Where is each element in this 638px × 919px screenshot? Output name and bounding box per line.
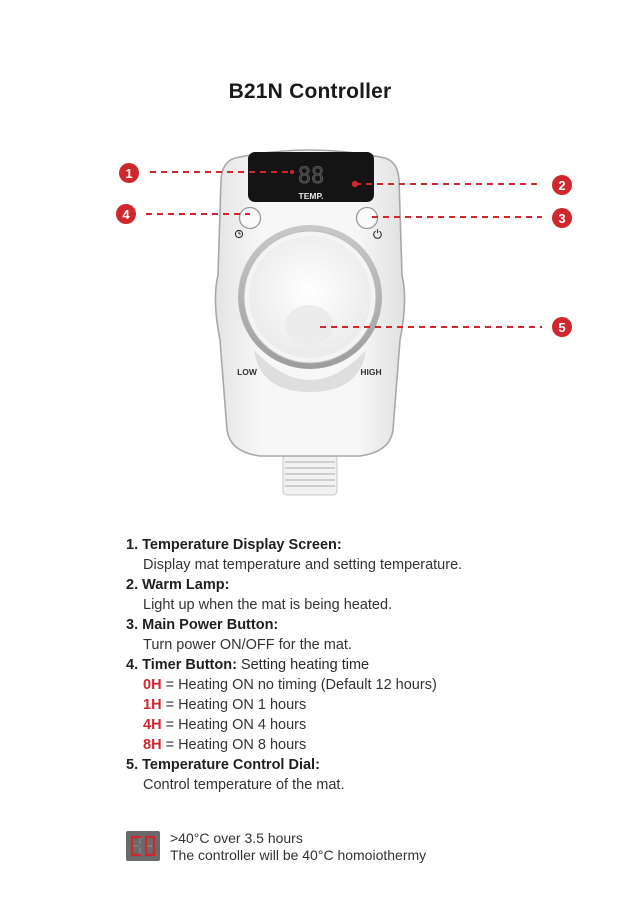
timer-option: 0H = Heating ON no timing (Default 12 ho…	[126, 675, 606, 695]
timer-icon	[234, 229, 244, 239]
timer-option-text: = Heating ON no timing (Default 12 hours…	[165, 677, 437, 693]
item-heading: Warm Lamp:	[142, 577, 230, 593]
callout-badge-1: 1	[119, 163, 139, 183]
item-inline-description: Setting heating time	[240, 657, 370, 673]
display-digits: 88	[298, 164, 325, 189]
timer-option-code: 4H	[143, 717, 162, 733]
page-title: B21N Controller	[228, 80, 392, 103]
timer-option-code: 0H	[143, 677, 162, 693]
controller-diagram: 88 TEMP. LOW HIGH 1	[116, 149, 572, 496]
item-heading: Timer Button:	[142, 657, 237, 673]
callout-badge-3: 3	[552, 208, 572, 228]
item-description: Light up when the mat is being heated.	[143, 597, 393, 613]
timer-option-code: 1H	[143, 697, 162, 713]
dial-shadow-arc	[254, 350, 366, 392]
temperature-dial[interactable]	[238, 225, 382, 369]
svg-text:2: 2	[558, 178, 565, 193]
timer-option-text: = Heating ON 8 hours	[165, 737, 307, 753]
timer-option-text: = Heating ON 4 hours	[165, 717, 307, 733]
timer-button[interactable]	[238, 206, 262, 230]
item-description: Turn power ON/OFF for the mat.	[143, 637, 352, 653]
item-number: 3.	[126, 617, 139, 633]
item-heading: Temperature Control Dial:	[142, 757, 320, 773]
item-heading: Main Power Button:	[142, 617, 279, 633]
svg-text:5: 5	[558, 320, 565, 335]
svg-text:4: 4	[122, 207, 130, 222]
cable-strain-relief	[282, 454, 338, 496]
item-number: 1.	[126, 537, 139, 553]
power-icon	[373, 229, 382, 239]
note-line-1: >40°C over 3.5 hours	[170, 830, 303, 846]
callout-badge-4: 4	[116, 204, 136, 224]
item-number: 5.	[126, 757, 139, 773]
dial-low-label: LOW	[237, 367, 258, 377]
callout-badge-5: 5	[552, 317, 572, 337]
display-label: TEMP.	[299, 191, 324, 201]
svg-text:1: 1	[125, 166, 132, 181]
list-item: 4. Timer Button: Setting heating time 0H…	[126, 655, 606, 755]
item-number: 2.	[126, 577, 139, 593]
item-description: Display mat temperature and setting temp…	[143, 557, 463, 573]
dial-high-label: HIGH	[360, 367, 381, 377]
item-number: 4.	[126, 657, 139, 673]
item-description: Control temperature of the mat.	[143, 777, 345, 793]
timer-option: 1H = Heating ON 1 hours	[126, 695, 606, 715]
timer-option: 8H = Heating ON 8 hours	[126, 735, 606, 755]
timer-option-code: 8H	[143, 737, 162, 753]
note-line-2: The controller will be 40°C homoiothermy	[170, 847, 427, 863]
svg-text:3: 3	[558, 211, 565, 226]
item-heading: Temperature Display Screen:	[142, 537, 342, 553]
list-item: 3. Main Power Button: Turn power ON/OFF …	[126, 615, 606, 655]
timer-option-text: = Heating ON 1 hours	[165, 697, 307, 713]
segment-display-icon	[126, 831, 160, 861]
timer-option: 4H = Heating ON 4 hours	[126, 715, 606, 735]
callout-badge-2: 2	[552, 175, 572, 195]
list-item: 1. Temperature Display Screen: Display m…	[126, 535, 606, 575]
feature-list: 1. Temperature Display Screen: Display m…	[126, 535, 606, 795]
display-panel	[248, 152, 374, 202]
list-item: 5. Temperature Control Dial: Control tem…	[126, 755, 606, 795]
list-item: 2. Warm Lamp: Light up when the mat is b…	[126, 575, 606, 615]
